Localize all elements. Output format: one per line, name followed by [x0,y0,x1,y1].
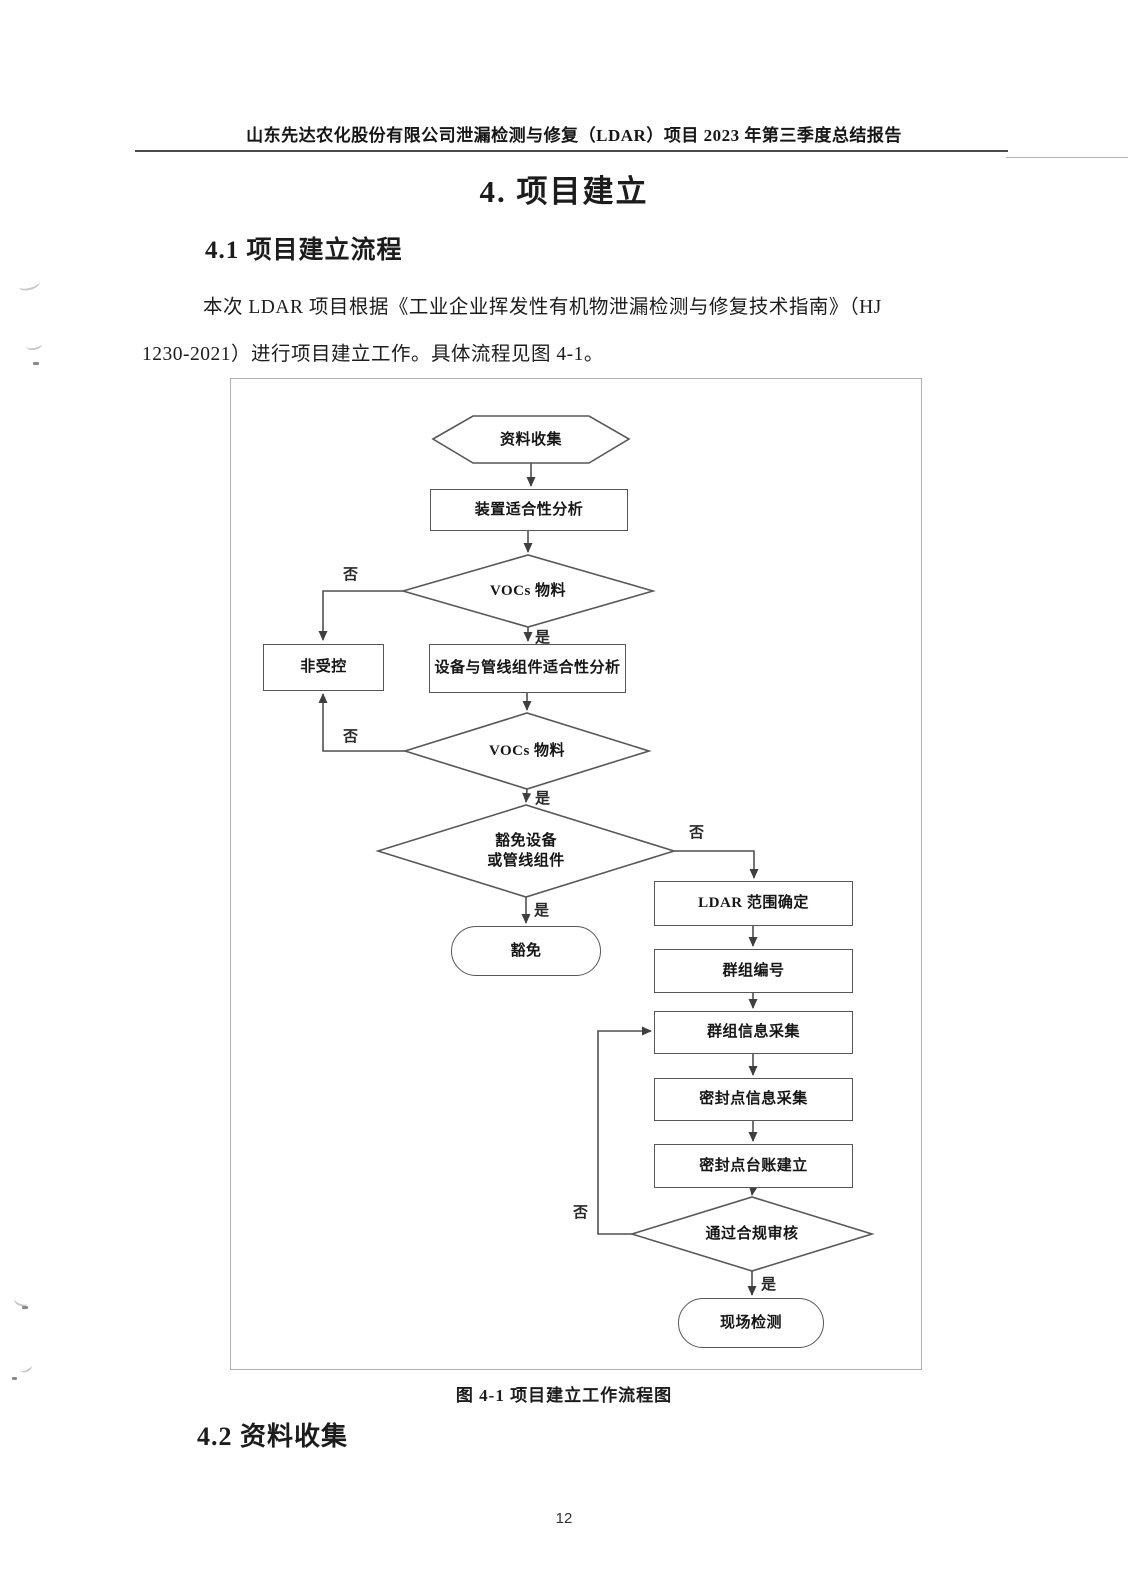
header-rule [135,150,1008,152]
edge-vocs2-yes-to-exempt-check [522,788,532,803]
node-vocs-check-1: VOCs 物料 [489,582,567,599]
edge-vocs2-no-to-uncontrolled [318,693,405,752]
branch-label-no-vocs2: 否 [343,729,359,745]
node-exempt: 豁免 [451,926,601,976]
paragraph-line-1: 本次 LDAR 项目根据《工业企业挥发性有机物泄漏检测与修复技术指南》（HJ [203,297,882,318]
page-number: 12 [555,1510,573,1527]
node-compliance-review: 通过合规审核 [705,1225,799,1242]
branch-label-yes-vocs1: 是 [535,630,551,646]
branch-label-yes-compliance: 是 [761,1277,777,1293]
node-onsite-detection: 现场检测 [678,1298,824,1348]
node-group-numbering: 群组编号 [654,949,853,993]
node-ldar-scope: LDAR 范围确定 [654,881,853,926]
branch-label-yes-exempt-check: 是 [534,903,550,919]
compliance-review-diamond-shape [629,1196,875,1272]
page-header: 山东先达农化股份有限公司泄漏检测与修复（LDAR）项目 2023 年第三季度总结… [246,126,902,145]
scan-artifact [16,275,42,293]
node-collect: 资料收集 [499,431,562,448]
flowchart-canvas [318,415,875,1296]
edge-exempt-check-no-to-ldar-scope [674,850,759,879]
scan-artifact [33,362,39,365]
collect-hexagon-shape [431,415,631,464]
node-device-analysis: 装置适合性分析 [430,489,628,531]
edge-compliance-no-loop-to-group-info [597,1026,652,1235]
node-seal-point-ledger: 密封点台账建立 [654,1144,853,1188]
section-4-2-heading: 4.2 资料收集 [197,1422,349,1451]
scan-artifact [12,1377,17,1380]
branch-label-no-vocs1: 否 [343,567,359,583]
chapter-title: 4. 项目建立 [479,174,649,209]
scan-artifact [18,1361,34,1375]
node-seal-point-info-collect: 密封点信息采集 [654,1078,853,1121]
edge-vocs1-no-to-uncontrolled [318,590,403,641]
scan-artifact [25,338,43,352]
node-vocs-check-2: VOCs 物料 [488,742,566,759]
node-group-info-collect: 群组信息采集 [654,1011,853,1054]
paragraph-line-2: 1230-2021）进行项目建立工作。具体流程见图 4-1。 [142,344,604,365]
vocs-check-1-diamond-shape [400,554,656,628]
branch-label-no-exempt-check: 否 [689,825,705,841]
scan-artifact [22,1306,28,1309]
node-component-analysis: 设备与管线组件适合性分析 [429,644,626,693]
edge-seal-ledger-to-compliance [748,1185,758,1196]
vocs-check-2-diamond-shape [402,712,652,790]
header-rule-faint [1006,157,1128,158]
section-4-1-heading: 4.1 项目建立流程 [205,237,403,264]
branch-label-yes-vocs2: 是 [535,791,551,807]
figure-caption: 图 4-1 项目建立工作流程图 [455,1386,673,1405]
branch-label-no-compliance: 否 [573,1205,589,1221]
node-exempt-check: 豁免设备 或管线组件 [487,832,565,869]
node-uncontrolled: 非受控 [263,644,384,691]
flowchart-figure: 装置适合性分析 非受控 设备与管线组件适合性分析 豁免 LDAR 范围确定 群组… [230,378,922,1370]
